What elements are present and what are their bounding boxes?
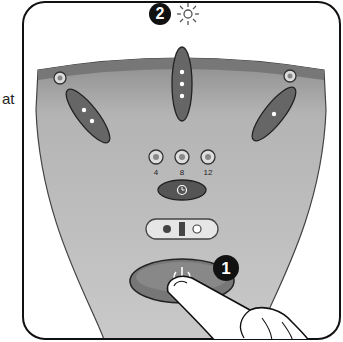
timer-label: 4 <box>154 169 158 177</box>
callout-number: 2 <box>156 6 165 22</box>
timer-label: 12 <box>204 169 213 177</box>
callout-number: 1 <box>221 260 230 277</box>
cut-off-text: at <box>2 91 15 106</box>
timer-label: 8 <box>180 169 184 177</box>
